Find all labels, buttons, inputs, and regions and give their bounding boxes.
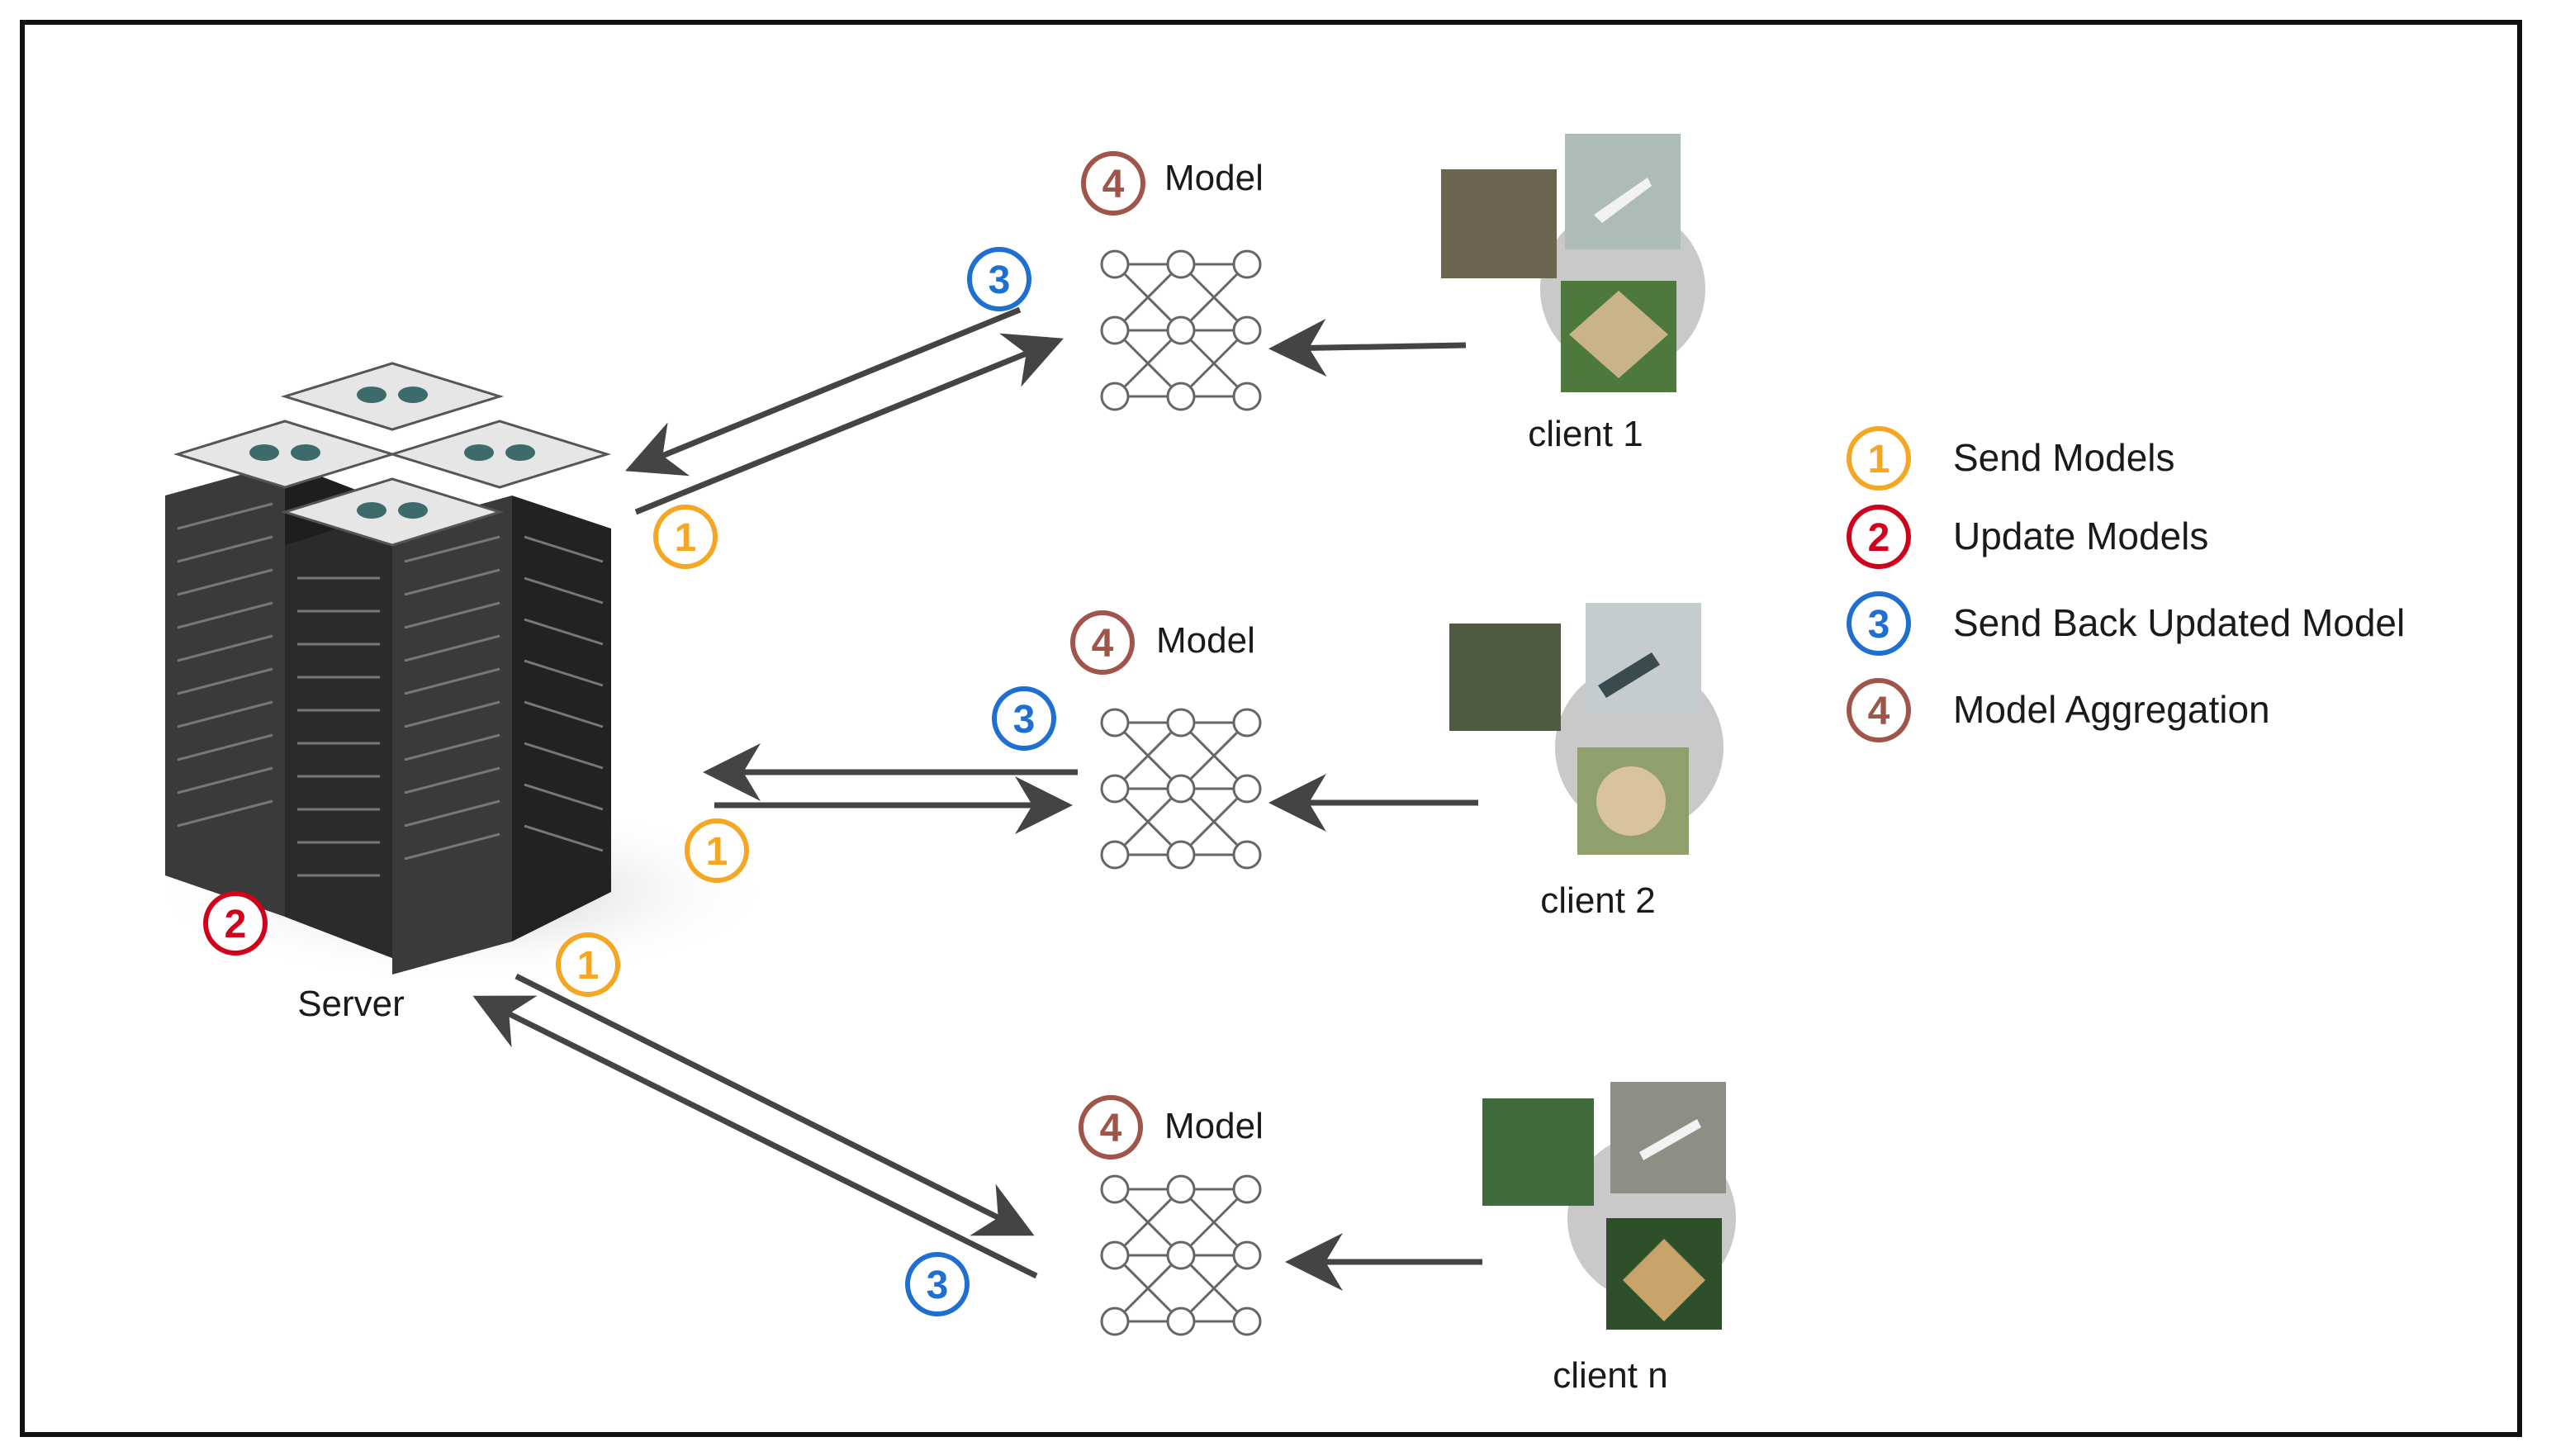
client-1-data-images <box>1441 134 1705 392</box>
step-3-badge-icon: 3 <box>992 686 1056 751</box>
arrow-group-client-1 <box>625 306 1064 515</box>
arrow-data-to-model-1 <box>1268 319 1467 377</box>
arrow-group-client-2 <box>703 743 1078 834</box>
satellite-image-tile <box>1565 134 1681 249</box>
neural-network-icon <box>1100 249 1262 411</box>
step-1-badge-icon: 1 <box>685 818 749 883</box>
svg-text:4: 4 <box>1102 163 1125 206</box>
client-n-data-images <box>1482 1082 1736 1330</box>
svg-text:3: 3 <box>1013 698 1036 742</box>
svg-text:4: 4 <box>1092 622 1114 666</box>
step-3-badge-icon: 3 <box>967 247 1031 311</box>
client-1-label: client 1 <box>1528 414 1643 454</box>
client-2-label: client 2 <box>1540 880 1655 921</box>
legend-label: Send Models <box>1953 436 2175 479</box>
svg-text:3: 3 <box>927 1264 949 1307</box>
svg-text:1: 1 <box>1868 438 1890 481</box>
svg-text:2: 2 <box>1868 516 1890 560</box>
neural-network-icon <box>1100 708 1262 870</box>
svg-text:1: 1 <box>577 944 600 988</box>
svg-text:2: 2 <box>225 903 247 946</box>
svg-text:3: 3 <box>1868 603 1890 647</box>
svg-text:3: 3 <box>989 258 1011 302</box>
legend-label: Update Models <box>1953 515 2208 557</box>
legend-item-step-3: 3 Send Back Updated Model <box>1847 591 2405 656</box>
step-1-badge-icon: 1 <box>653 505 718 569</box>
step-4-badge-icon: 4 <box>1070 610 1135 675</box>
satellite-image-tile <box>1449 624 1561 731</box>
client-n-label: client n <box>1553 1355 1667 1396</box>
model-label: Model <box>1164 1106 1264 1146</box>
arrow-server-to-model-1 <box>634 333 1064 515</box>
server-label: Server <box>297 984 405 1024</box>
arrow-model-to-server-n <box>472 995 1038 1279</box>
legend-item-step-2: 2 Update Models <box>1847 505 2208 569</box>
step-4-badge-icon: 4 <box>1081 151 1145 216</box>
step-3-badge-icon: 3 <box>905 1252 970 1316</box>
step-1-badge-icon: 1 <box>556 932 620 997</box>
arrow-group-client-n <box>472 973 1038 1279</box>
satellite-image-tile <box>1441 169 1557 278</box>
legend-item-step-4: 4 Model Aggregation <box>1847 678 2270 742</box>
server-icon <box>149 362 776 983</box>
arrow-model-to-server-1 <box>625 306 1022 477</box>
arrow-server-to-model-n <box>514 973 1035 1236</box>
neural-network-icon <box>1100 1174 1262 1336</box>
legend-label: Send Back Updated Model <box>1953 601 2405 644</box>
model-label: Model <box>1164 158 1264 198</box>
diagram-frame <box>20 20 2522 1437</box>
client-2-data-images <box>1449 603 1724 855</box>
legend: 1 Send Models 2 Update Models 3 Send Back Upd… <box>1847 426 2405 742</box>
satellite-image-tile <box>1482 1098 1594 1206</box>
svg-text:1: 1 <box>675 516 697 560</box>
svg-text:4: 4 <box>1100 1107 1122 1150</box>
legend-item-step-1: 1 Send Models <box>1847 426 2175 491</box>
model-label: Model <box>1156 620 1255 661</box>
svg-text:1: 1 <box>706 830 728 874</box>
step-4-badge-icon: 4 <box>1079 1095 1143 1160</box>
legend-label: Model Aggregation <box>1953 688 2270 731</box>
svg-text:4: 4 <box>1868 690 1890 733</box>
step-2-badge-icon: 2 <box>203 891 268 956</box>
